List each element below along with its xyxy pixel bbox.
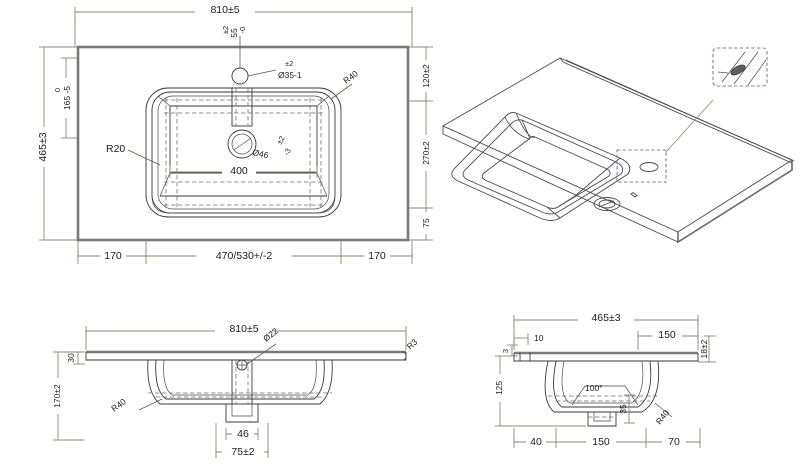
plan-right-top-label: 120±2 (421, 64, 431, 88)
plan-dim-tap-hole-dia: Ø35-1 ±2 (278, 59, 302, 80)
plan-drain-tol-lower: -3 (282, 147, 293, 157)
plan-inner-depth-tol-label: 0 (53, 88, 62, 92)
side-dim-rear-offset: 150 (637, 328, 699, 350)
plan-dim-inner-depth: 165 -5 0 (53, 57, 77, 139)
side-r40-label: R40 (654, 408, 672, 427)
side-section-view: 465±3 150 10 3 (492, 311, 716, 448)
overflow-slot-detail-callout (712, 47, 768, 87)
plan-drain-tol-upper: ±2 (275, 134, 287, 146)
side-bowl-profile: 100° R40 (544, 360, 673, 427)
side-bottom-center-label: 150 (592, 436, 610, 448)
side-waste-height-label: 35 (618, 404, 628, 414)
plan-tap-hole-dia-label: Ø35-1 (278, 70, 302, 80)
front-waste-span-label: 75±2 (231, 446, 254, 458)
plan-inner-depth-label: 165 -5 (62, 86, 72, 110)
plan-slab-outline (76, 45, 410, 242)
plan-dim-bowl-width: 400 (169, 164, 318, 178)
side-dim-bowl-depth: 125 (492, 355, 586, 427)
plan-bottom-left-label: 170 (104, 250, 122, 262)
detail-region-box (616, 149, 667, 183)
front-dim-edge-radius: R3 (405, 337, 420, 352)
plan-tap-offset-tol-lower: -0 (238, 27, 247, 34)
side-waste-stack (587, 412, 617, 427)
plan-tap-offset-label: 55 (229, 28, 239, 38)
plan-dim-tap-offset: 55 ±2 -0 (221, 26, 247, 38)
isometric-view (442, 47, 795, 244)
side-dim-waste-height: 35 (618, 394, 635, 424)
side-dim-top-thickness: 18±2 (698, 335, 716, 363)
front-top-thickness-label: 30 (66, 353, 76, 363)
plan-bowl-width-label: 400 (230, 165, 248, 177)
side-rear-offset-label: 150 (658, 329, 676, 341)
plan-r20-label: R20 (106, 143, 125, 155)
plan-bowl-outline (145, 87, 342, 218)
plan-tap-hole (231, 36, 277, 85)
side-top-thickness-label: 18±2 (699, 339, 709, 358)
front-waste-width-label: 46 (237, 428, 249, 440)
plan-dim-overall-depth: 465±3 (36, 46, 77, 241)
side-front-lip-label: 10 (534, 333, 544, 343)
plan-faucet-ledge (231, 87, 253, 127)
front-r3-label: R3 (405, 337, 420, 352)
front-dim-top-thickness: 30 (66, 351, 85, 365)
plan-overall-width-label: 810±5 (210, 4, 239, 16)
side-dim-lip-thickness: 3 (501, 344, 518, 357)
plan-right-bottom-label: 75 (421, 218, 431, 228)
front-overall-width-label: 810±5 (229, 323, 258, 335)
side-bottom-left-label: 40 (530, 436, 542, 448)
plan-tap-hole-tol-label: ±2 (285, 59, 293, 68)
front-dim-overall-width: 810±5 (85, 322, 407, 350)
plan-dim-bottom-stack: 170 470/530+/-2 170 (77, 241, 413, 264)
side-bottom-right-label: 70 (668, 436, 680, 448)
side-dim-front-lip: 10 (513, 333, 544, 345)
front-overall-height-label: 170±2 (52, 384, 62, 408)
plan-drain-dia-label: Ø46 (252, 147, 270, 160)
plan-tap-offset-tol-upper: ±2 (221, 26, 230, 34)
side-lip-thickness-label: 3 (501, 349, 510, 353)
side-overall-depth-label: 465±3 (591, 312, 620, 324)
front-dim-overall-height: 170±2 (50, 351, 84, 441)
plan-overall-depth-label: 465±3 (37, 132, 49, 161)
front-r40-label: R40 (109, 396, 128, 413)
plan-view: 810±5 55 ±2 -0 Ø35-1 ±2 (36, 3, 433, 264)
front-dim-waste-span: 75±2 (215, 423, 269, 458)
front-slab (85, 350, 407, 361)
front-waste-stack: Ø22 (225, 326, 280, 423)
plan-bottom-center-label: 470/530+/-2 (216, 250, 273, 262)
plan-dim-overall-width: 810±5 (74, 3, 413, 46)
side-dim-bottom-stack: 40 150 70 (513, 428, 701, 448)
side-wall-angle-label: 100° (585, 383, 603, 393)
plan-bottom-right-label: 170 (368, 250, 386, 262)
front-bowl-profile: R40 (109, 359, 333, 414)
front-dim-waste-width: 46 (225, 427, 259, 440)
plan-dim-corner-radius-large: R40 (330, 68, 360, 100)
side-slab (513, 351, 699, 362)
side-bowl-depth-label: 125 (494, 381, 504, 395)
plan-r40-label: R40 (341, 68, 360, 85)
front-elevation-view: 810±5 R3 R40 (50, 322, 420, 458)
plan-right-mid-label: 270±2 (421, 141, 431, 165)
plan-dim-right-stack: 120±2 270±2 75 (409, 46, 433, 241)
plan-drain-hole: Ø46 ±2 -3 (227, 129, 293, 160)
detail-leader-line (665, 99, 714, 153)
plan-dim-corner-radius-small: R20 (106, 143, 161, 166)
